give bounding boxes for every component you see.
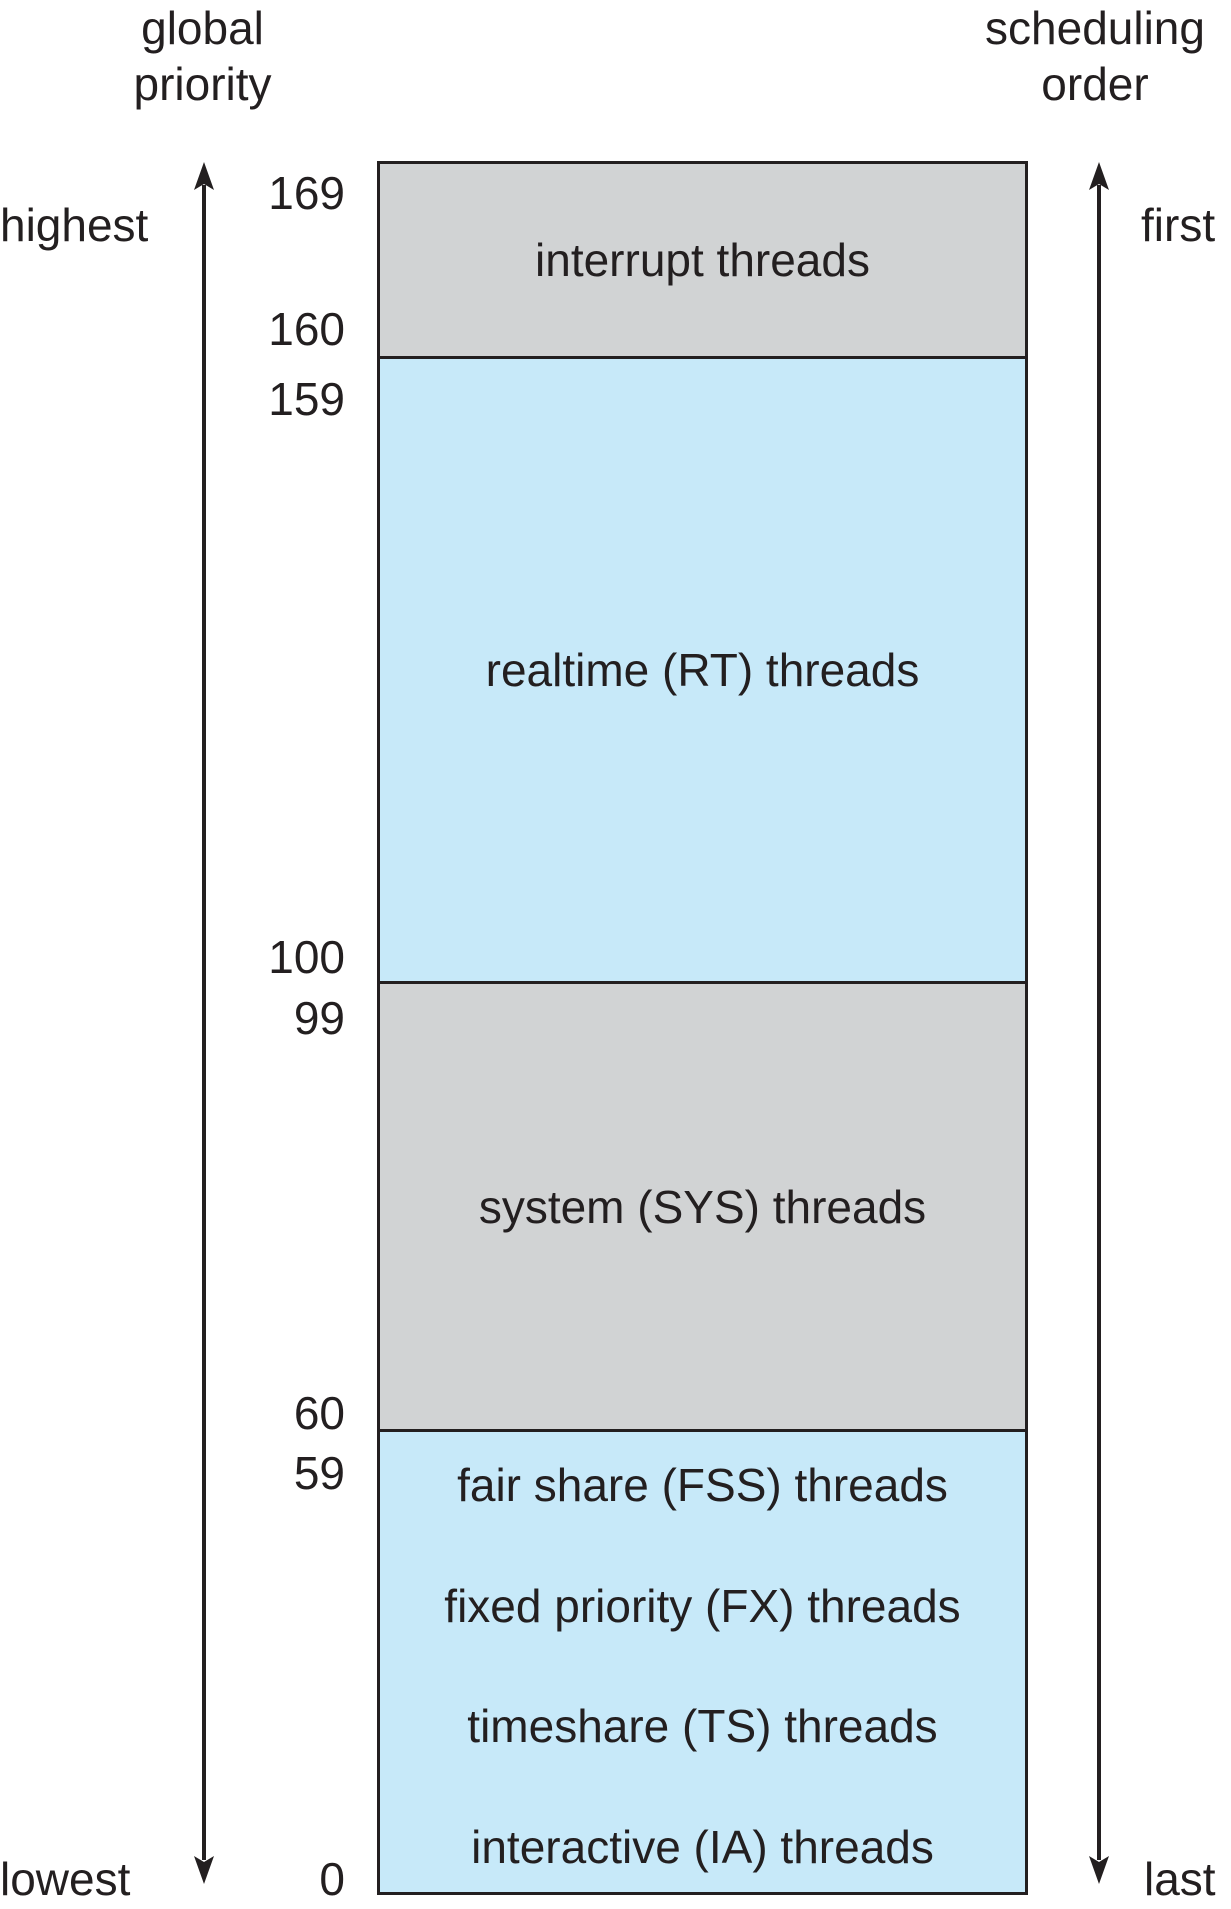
scheduling-order-header: scheduling order	[970, 0, 1220, 112]
global-priority-header: global priority	[100, 0, 305, 112]
realtime-threads-label: realtime (RT) threads	[485, 644, 920, 696]
scheduling-order-header-line-1: scheduling	[985, 2, 1205, 54]
interactive-threads-label: interactive (IA) threads	[471, 1820, 934, 1873]
priority-number-99: 99	[293, 992, 345, 1044]
system-threads-band: system (SYS) threads	[377, 981, 1028, 1432]
user-threads-band: fair share (FSS) threads fixed priority …	[377, 1429, 1028, 1895]
global-priority-double-arrow	[194, 162, 214, 1884]
fixed-priority-threads-label: fixed priority (FX) threads	[444, 1579, 961, 1632]
fair-share-threads-label: fair share (FSS) threads	[457, 1459, 948, 1511]
priority-number-159: 159	[268, 373, 345, 425]
last-label: last	[1144, 1853, 1216, 1905]
priority-number-60: 60	[293, 1387, 345, 1439]
highest-label: highest	[0, 199, 149, 251]
priority-number-160: 160	[268, 303, 345, 355]
priority-number-59: 59	[293, 1447, 345, 1499]
global-priority-header-line-1: global	[141, 2, 264, 54]
realtime-threads-band: realtime (RT) threads	[377, 356, 1028, 984]
priority-number-0: 0	[319, 1853, 345, 1905]
interrupt-threads-label: interrupt threads	[535, 234, 870, 286]
priority-number-100: 100	[268, 931, 345, 983]
global-priority-header-line-2: priority	[133, 58, 272, 110]
scheduling-order-header-line-2: order	[1041, 58, 1149, 110]
lowest-label: lowest	[0, 1853, 131, 1905]
system-threads-label: system (SYS) threads	[478, 1180, 927, 1233]
interrupt-threads-band: interrupt threads	[377, 161, 1028, 359]
priority-number-169: 169	[268, 167, 345, 219]
first-label: first	[1141, 199, 1216, 251]
scheduling-order-double-arrow	[1089, 162, 1109, 1884]
timeshare-threads-label: timeshare (TS) threads	[467, 1700, 938, 1753]
